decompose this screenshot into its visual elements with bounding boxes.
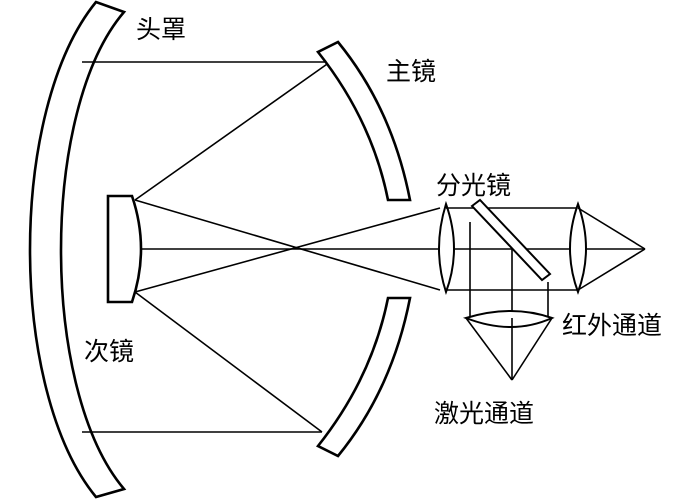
label-primary-mirror: 主镜: [386, 57, 436, 86]
label-dome: 头罩: [136, 15, 186, 44]
ray-secondary-to-lens-cross-b: [134, 207, 441, 293]
ir-lens: [569, 201, 587, 295]
label-beam-splitter: 分光镜: [436, 171, 511, 200]
label-infrared-channel: 红外通道: [562, 311, 662, 340]
beam-splitter-plate: [470, 198, 552, 282]
label-laser-channel: 激光通道: [434, 399, 534, 428]
ray-secondary-to-lens-cross-a: [134, 199, 441, 291]
label-secondary-mirror: 次镜: [84, 337, 134, 366]
laser-lens: [462, 310, 555, 328]
ir-cone-top: [577, 207, 646, 250]
ir-cone-bottom: [577, 248, 646, 291]
laser-cone-left: [465, 317, 513, 381]
collimating-lens: [438, 200, 455, 296]
laser-cone-right: [511, 317, 553, 381]
ray-primary-to-secondary-top: [134, 61, 331, 201]
primary-mirror-lower: [315, 296, 412, 458]
ray-primary-to-secondary-bottom: [134, 291, 323, 433]
dome-shell: [28, 0, 127, 499]
secondary-mirror: [106, 194, 143, 304]
